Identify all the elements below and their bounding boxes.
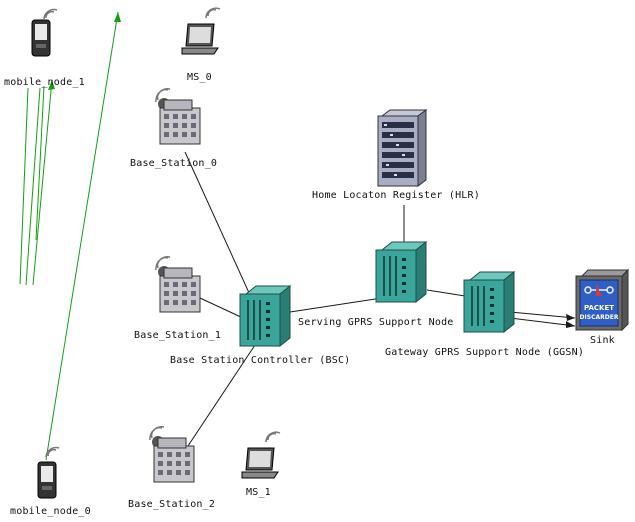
base-station-0-label: Base_Station_0 bbox=[130, 158, 218, 169]
radio-trace-arrowhead bbox=[48, 80, 55, 90]
hlr-label: Home Locaton Register (HLR) bbox=[312, 190, 480, 201]
radio-trace-line bbox=[25, 87, 41, 286]
base-station-0[interactable] bbox=[154, 88, 208, 152]
base-station-icon bbox=[149, 426, 195, 483]
server-rack-icon bbox=[377, 109, 428, 187]
base-station-icon bbox=[155, 88, 201, 145]
link-bs0-bsc bbox=[184, 151, 251, 296]
ms-1-label: MS_1 bbox=[246, 487, 271, 498]
radio-trace-line bbox=[19, 87, 29, 285]
ms-0-label: MS_0 bbox=[187, 72, 212, 83]
router-icon bbox=[239, 284, 292, 348]
pda-icon bbox=[31, 8, 58, 57]
radio-trace-line bbox=[35, 85, 45, 241]
ms-1[interactable] bbox=[240, 430, 284, 482]
mobile-node-1[interactable] bbox=[28, 8, 64, 60]
router-icon bbox=[375, 240, 428, 304]
arrowhead-sink-a bbox=[566, 314, 575, 321]
arrowhead-sink-b bbox=[566, 321, 575, 328]
mobile-node-1-label: mobile_node_1 bbox=[4, 77, 85, 88]
base-station-1[interactable] bbox=[154, 256, 208, 320]
ggsn-label: Gateway GPRS Support Node (GGSN) bbox=[385, 347, 585, 358]
ggsn-router[interactable] bbox=[460, 270, 518, 336]
link-bsc-sgsn bbox=[289, 297, 383, 313]
sink-label: Sink bbox=[590, 335, 615, 346]
ms-0[interactable] bbox=[180, 6, 224, 58]
sink-icon-text-2: DISCARDER bbox=[580, 314, 619, 321]
mobile-node-0[interactable] bbox=[30, 444, 66, 500]
radio-traces bbox=[19, 11, 121, 461]
base-station-1-label: Base_Station_1 bbox=[134, 330, 222, 341]
radio-trace-line bbox=[32, 79, 53, 286]
hlr-server[interactable] bbox=[374, 108, 432, 188]
mobile-node-0-label: mobile_node_0 bbox=[10, 506, 91, 517]
sgsn-router[interactable] bbox=[372, 240, 430, 306]
sink-icon-text-1: PACKET bbox=[584, 304, 614, 312]
laptop-icon bbox=[181, 7, 221, 55]
laptop-icon bbox=[241, 431, 281, 479]
bsc-label: Base Station Controller (BSC) bbox=[170, 355, 351, 366]
link-ggsn-sink-a bbox=[509, 311, 576, 319]
bsc-router[interactable] bbox=[236, 284, 294, 350]
base-station-2-label: Base_Station_2 bbox=[128, 499, 216, 510]
link-bs2-bsc bbox=[179, 344, 256, 459]
base-station-2[interactable] bbox=[148, 426, 202, 490]
packet-discarder-icon: PACKET DISCARDER bbox=[575, 268, 630, 332]
link-bs1-bsc bbox=[199, 297, 244, 319]
link-ggsn-sink-b bbox=[509, 317, 576, 327]
radio-trace-arrowhead bbox=[114, 12, 121, 22]
sgsn-label: Serving GPRS Support Node bbox=[298, 317, 454, 328]
base-station-icon bbox=[155, 256, 201, 313]
sink-packet-discarder[interactable]: PACKET DISCARDER bbox=[574, 268, 632, 332]
router-icon bbox=[463, 270, 516, 334]
pda-icon bbox=[37, 446, 60, 499]
link-sgsn-ggsn bbox=[426, 289, 466, 297]
radio-trace-line bbox=[45, 11, 119, 461]
